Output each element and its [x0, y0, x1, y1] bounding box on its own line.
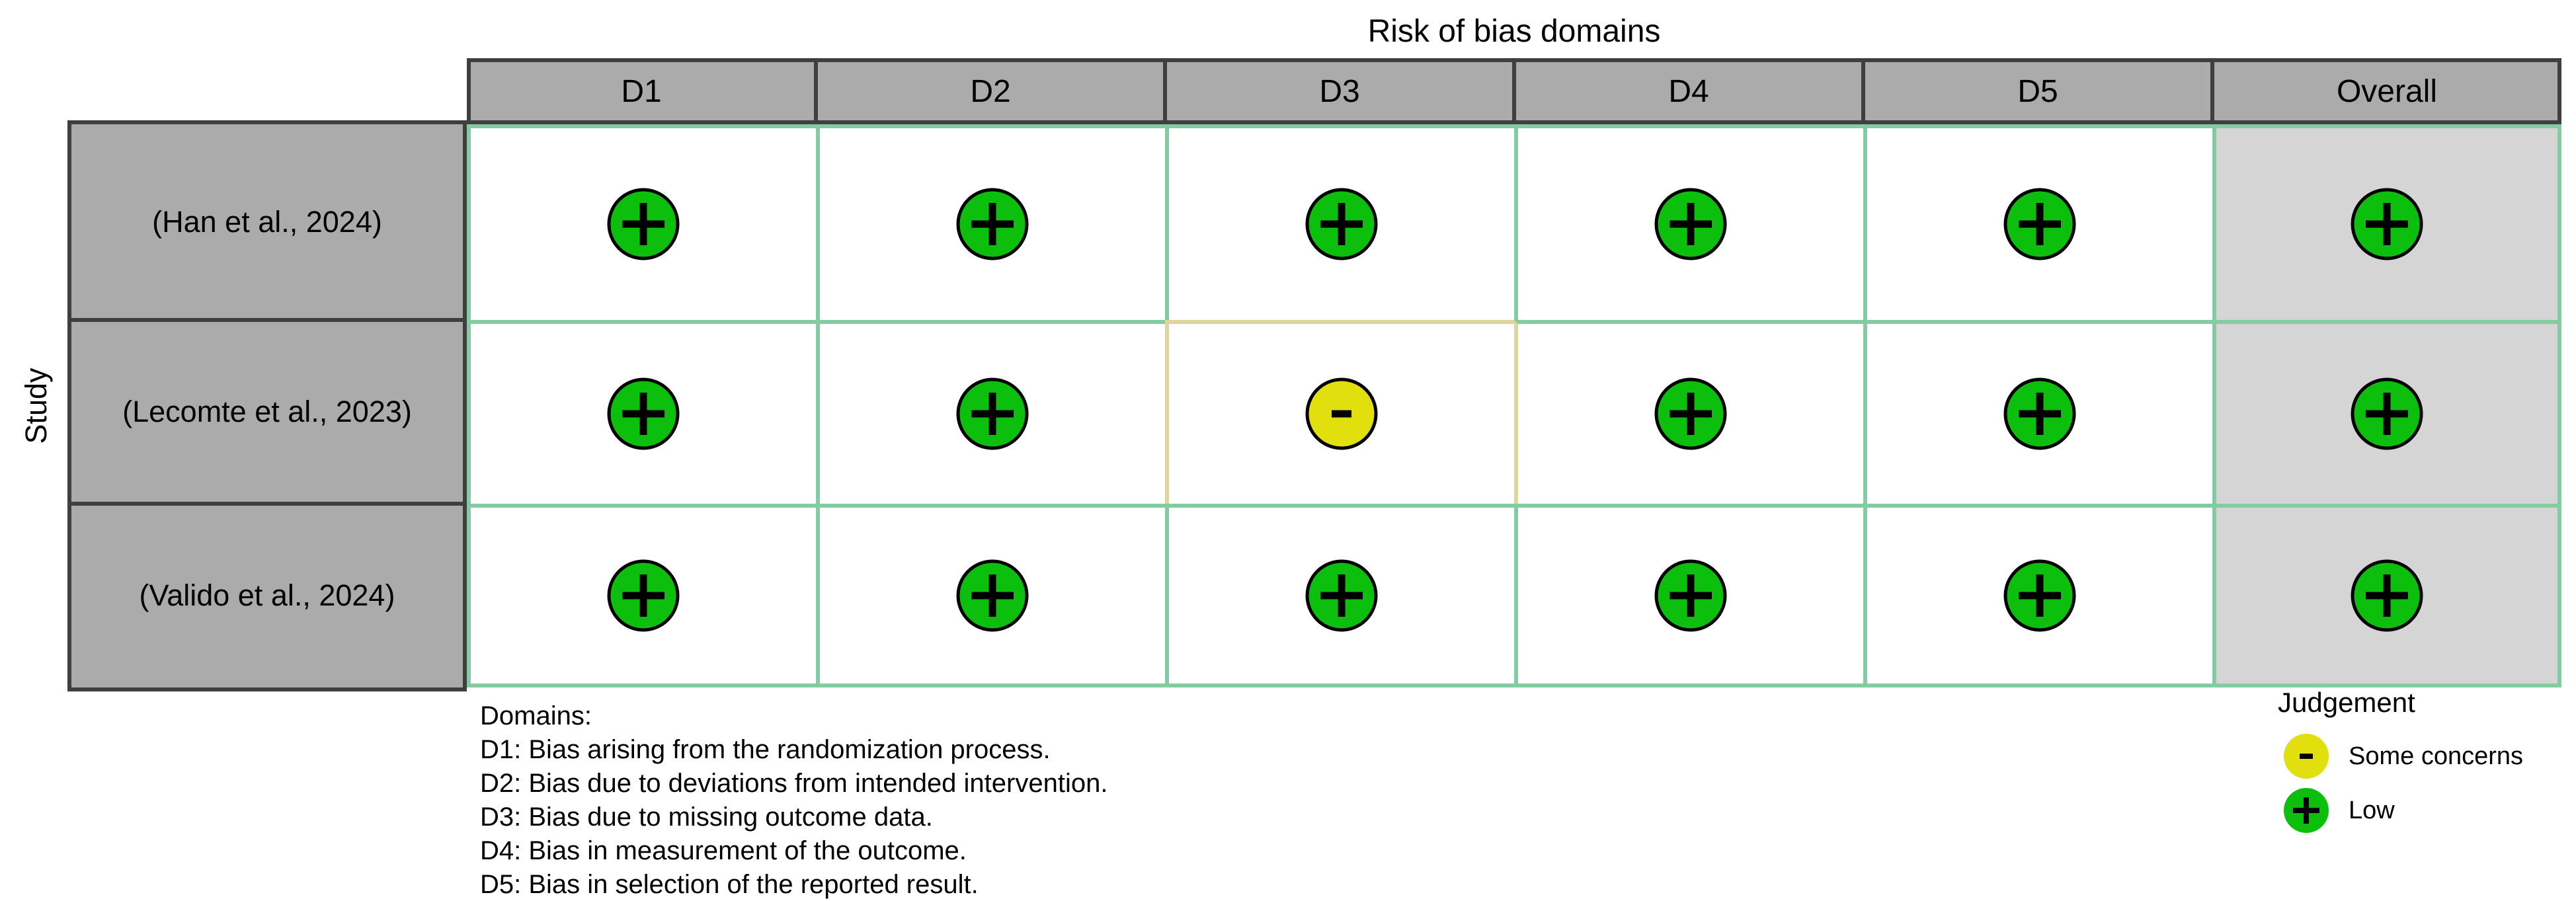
- low-risk-icon: [1654, 559, 1727, 632]
- legend-item-low: Low: [2283, 787, 2395, 834]
- cell-r1-d3: [1165, 124, 1514, 320]
- study-label: (Han et al., 2024): [152, 205, 382, 239]
- column-header-d2: D2: [970, 73, 1011, 109]
- some-concerns-icon: [1305, 377, 1378, 450]
- domain-definition-d3: D3: Bias due to missing outcome data.: [480, 803, 933, 832]
- legend-label: Low: [2349, 796, 2395, 824]
- column-header-overall: Overall: [2336, 73, 2438, 109]
- cell-r3-d2: [816, 504, 1165, 687]
- low-risk-icon: [607, 559, 680, 632]
- low-risk-icon: [956, 559, 1029, 632]
- low-risk-icon: [2351, 188, 2423, 260]
- low-risk-icon: [2351, 559, 2423, 632]
- cell-r1-overall: [2212, 124, 2561, 320]
- cell-r1-d4: [1514, 124, 1863, 320]
- cell-r3-d5: [1863, 504, 2212, 687]
- cell-r1-d2: [816, 124, 1165, 320]
- cell-r2-d2: [816, 320, 1165, 504]
- domain-definition-d5: D5: Bias in selection of the reported re…: [480, 870, 979, 899]
- row-divider: [71, 318, 463, 322]
- low-risk-icon: [956, 377, 1029, 450]
- header-divider: [1512, 62, 1516, 120]
- study-label-column: (Han et al., 2024) (Lecomte et al., 2023)…: [67, 120, 467, 691]
- cell-r1-d5: [1863, 124, 2212, 320]
- study-label: (Lecomte et al., 2023): [122, 395, 412, 428]
- low-risk-icon: [1654, 377, 1727, 450]
- domain-definitions: Domains: D1: Bias arising from the random…: [480, 699, 1107, 901]
- domain-definition-d2: D2: Bias due to deviations from intended…: [480, 769, 1108, 798]
- cell-r1-d1: [467, 124, 816, 320]
- cell-r2-d4: [1514, 320, 1863, 504]
- column-header-d3: D3: [1319, 73, 1360, 109]
- cell-r3-d3: [1165, 504, 1514, 687]
- column-header-d1: D1: [621, 73, 662, 109]
- domain-definition-d4: D4: Bias in measurement of the outcome.: [480, 836, 967, 865]
- cell-r2-d1: [467, 320, 816, 504]
- legend-item-some-concerns: Some concerns: [2283, 733, 2523, 779]
- low-risk-icon: [2284, 788, 2329, 833]
- header-divider: [1861, 62, 1865, 120]
- low-risk-icon: [2003, 188, 2076, 260]
- column-header-d5: D5: [2017, 73, 2058, 109]
- low-risk-icon: [956, 188, 1029, 260]
- low-risk-icon: [2003, 559, 2076, 632]
- cell-r3-d1: [467, 504, 816, 687]
- some-concerns-icon: [2284, 734, 2329, 779]
- low-risk-icon: [607, 377, 680, 450]
- low-risk-icon: [607, 188, 680, 260]
- row-divider: [71, 502, 463, 506]
- legend-title: Judgement: [2278, 687, 2415, 718]
- column-header-d4: D4: [1668, 73, 1709, 109]
- cell-r2-d5: [1863, 320, 2212, 504]
- cell-r2-overall: [2212, 320, 2561, 504]
- header-divider: [814, 62, 818, 120]
- y-axis-label: Study: [19, 368, 53, 444]
- low-risk-icon: [1305, 559, 1378, 632]
- low-risk-icon: [1654, 188, 1727, 260]
- low-risk-icon: [1305, 188, 1378, 260]
- low-risk-icon: [2351, 377, 2423, 450]
- domain-definition-d1: D1: Bias arising from the randomization …: [480, 735, 1051, 764]
- cell-r2-d3: [1165, 320, 1514, 504]
- low-risk-icon: [2003, 377, 2076, 450]
- header-divider: [1163, 62, 1167, 120]
- cell-r3-overall: [2212, 504, 2561, 687]
- study-label: (Valido et al., 2024): [139, 578, 395, 612]
- domain-header-row: D1 D2 D3 D4 D5 Overall: [467, 58, 2561, 124]
- cell-r3-d4: [1514, 504, 1863, 687]
- chart-title: Risk of bias domains: [1367, 14, 1661, 49]
- legend-label: Some concerns: [2349, 742, 2524, 770]
- header-divider: [2210, 62, 2214, 120]
- footnote-heading: Domains:: [480, 701, 592, 730]
